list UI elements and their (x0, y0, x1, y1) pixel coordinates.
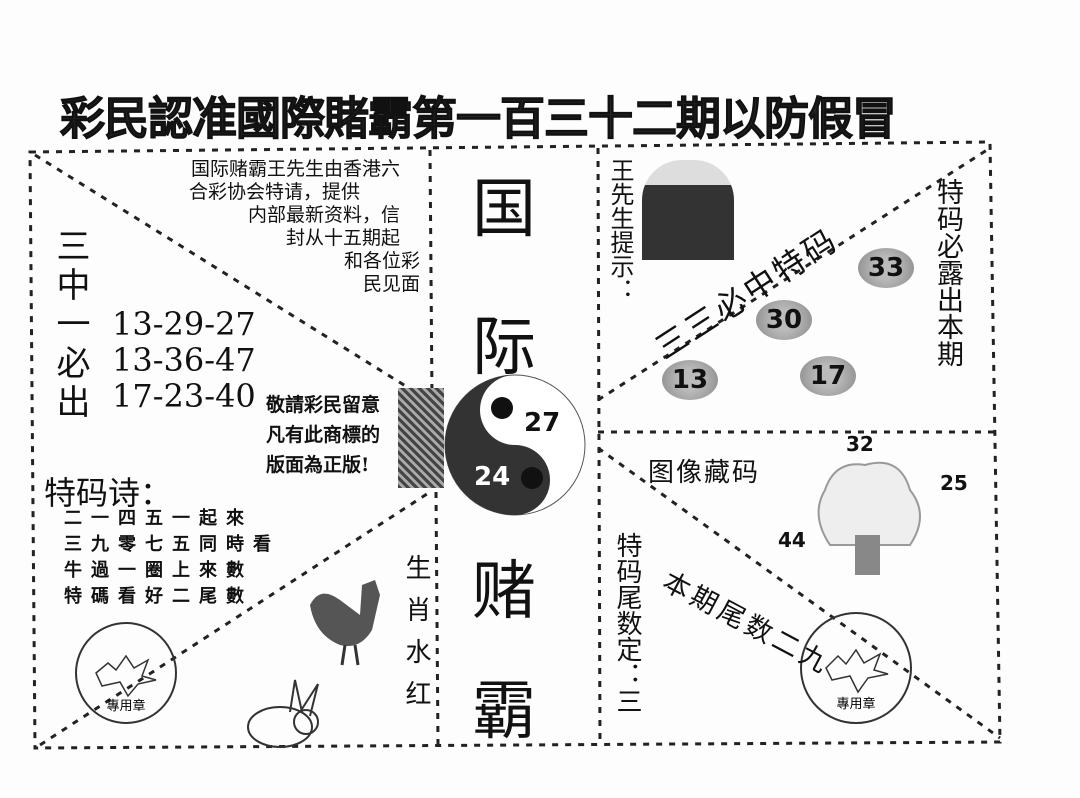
number-ball: 30 (756, 300, 812, 340)
center-char: 国 (472, 173, 536, 247)
intro-line: 和各位彩 (343, 250, 420, 272)
tree-number: 44 (778, 528, 806, 552)
yinyang-number: 24 (474, 462, 511, 492)
rabbit-image (247, 679, 319, 748)
poem-line: 特碼看好二尾數 (64, 586, 253, 607)
tail-number-label: 特码尾数定：三 (612, 532, 642, 714)
poem: 二一四五一起來 三九零七五同時看 牛過一圈上來數 特碼看好二尾數 (64, 506, 280, 610)
yinyang-number: 27 (524, 408, 561, 438)
intro-line: 合彩协会特请，提供 (188, 181, 360, 203)
center-char: 霸 (472, 675, 536, 749)
center-char: 际 (472, 311, 536, 385)
poem-heading: 特码诗： (44, 474, 173, 512)
hint-label: 王先生提示： (606, 158, 634, 302)
intro-line: 封从十五期起 (285, 227, 400, 249)
number-groups: 13-29-27 13-36-47 17-23-40 (112, 306, 256, 414)
zodiac-label: 生肖水红 (401, 554, 431, 722)
poem-line: 三九零七五同時看 (64, 534, 280, 555)
center-char: 赌 (472, 555, 536, 629)
poem-line: 二一四五一起來 (64, 508, 253, 529)
notice-line: 版面為正版! (266, 454, 370, 476)
poem-line: 牛過一圈上來數 (64, 560, 253, 581)
company-stamp: 專用章 (75, 622, 177, 724)
tree-number: 32 (846, 432, 874, 456)
company-stamp: 專用章 (800, 612, 912, 724)
mr-wang-photo (642, 160, 734, 260)
notice-line: 凡有此商標的 (266, 424, 381, 446)
number-ball: 13 (662, 360, 718, 400)
special-code-label: 特码必露出本期 (932, 178, 963, 367)
trademark-image (398, 388, 444, 488)
number-ball: 17 (800, 356, 856, 396)
number-group: 13-29-27 (112, 305, 256, 343)
image-code-label: 图像藏码 (648, 458, 761, 488)
authenticity-notice: 敬請彩民留意 凡有此商標的 版面為正版! (266, 390, 380, 480)
number-group: 17-23-40 (112, 377, 256, 415)
stamp-center-text: 專用章 (106, 698, 145, 714)
tree-number: 25 (940, 471, 968, 495)
intro-line: 内部最新资料，信 (247, 204, 400, 226)
flyer-title: 彩民認准國際賭霸第一百三十二期以防假冒 (60, 92, 898, 146)
notice-line: 敬請彩民留意 (266, 394, 381, 416)
intro-line: 国际赌霸王先生由香港六 (190, 158, 400, 180)
yin-yang-icon (444, 374, 586, 516)
intro-text: 国际赌霸王先生由香港六 合彩协会特请，提供 内部最新资料，信 封从十五期起 和各… (80, 158, 420, 296)
tree-image (817, 461, 921, 575)
number-ball: 33 (858, 248, 914, 288)
rooster-image (310, 580, 380, 666)
intro-line: 民见面 (362, 273, 420, 295)
three-pick-label: 三中一必出 (50, 228, 90, 423)
number-group: 13-36-47 (112, 341, 256, 379)
stamp-center-text: 專用章 (836, 696, 875, 712)
